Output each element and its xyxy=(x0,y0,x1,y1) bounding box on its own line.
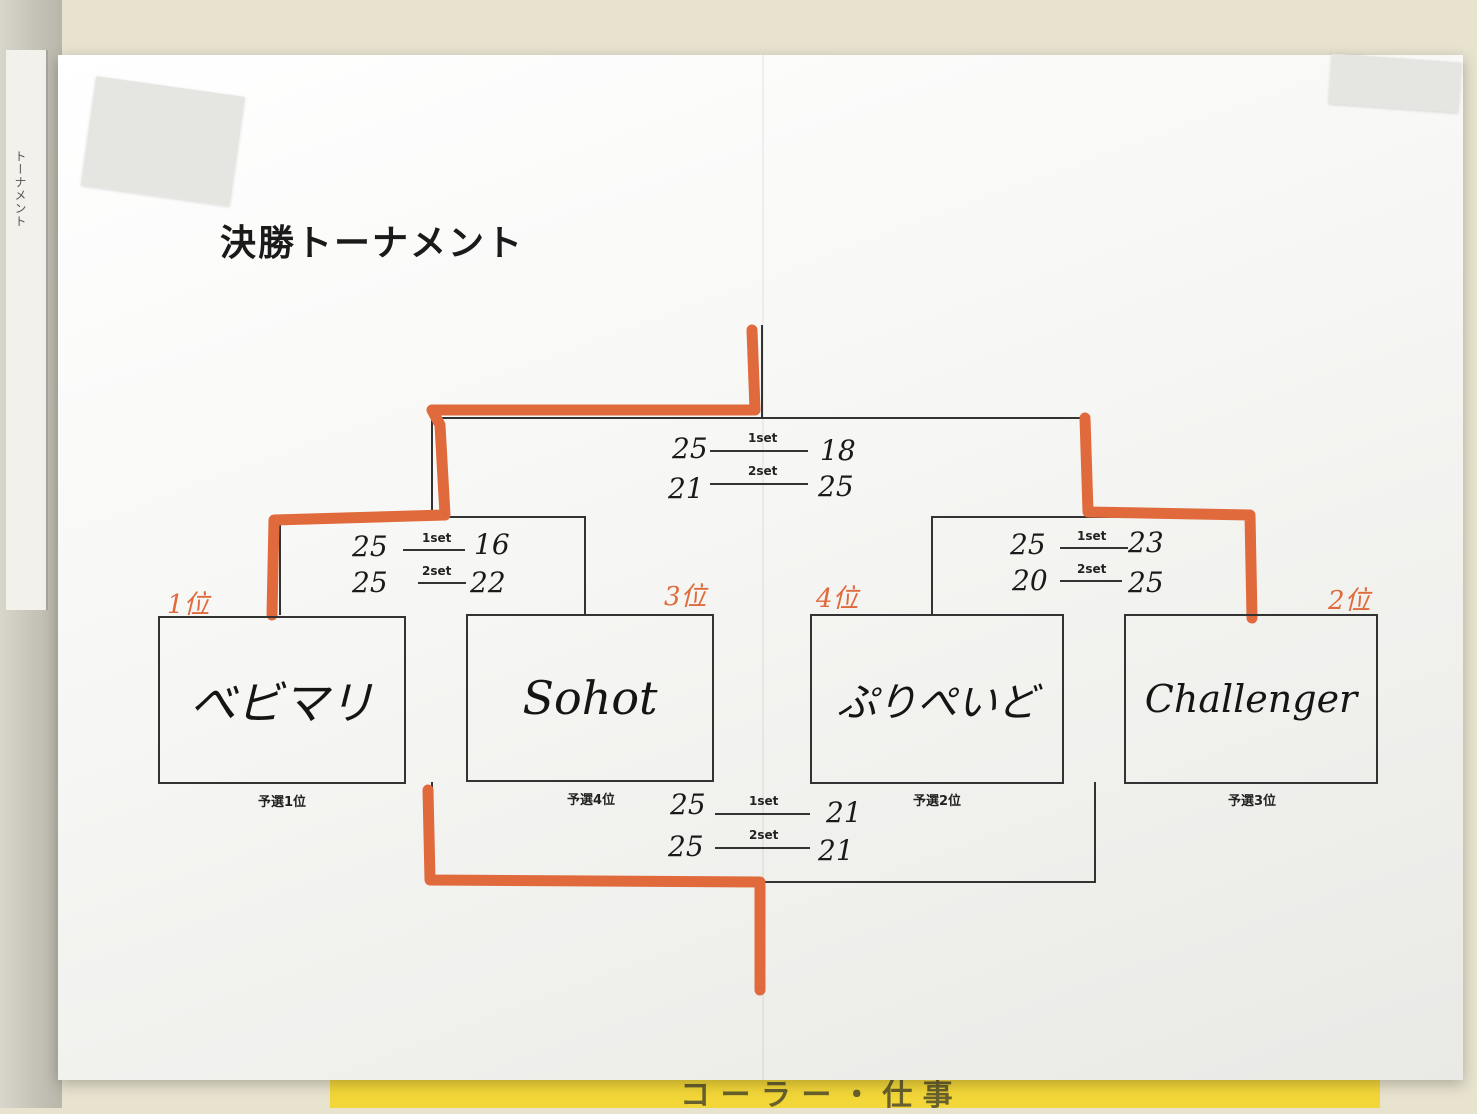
semi-left-set2-right-score: 22 xyxy=(470,566,506,599)
team-box-1: べビマリ xyxy=(158,616,406,784)
paper-fold-crease xyxy=(762,55,764,1080)
final-set2-label: 2set xyxy=(748,464,778,478)
third-set2-left-score: 25 xyxy=(668,830,704,863)
wall-notice-text: トーナメント xyxy=(13,150,27,228)
third-set1-left-score: 25 xyxy=(670,788,706,821)
page-title: 決勝トーナメント xyxy=(220,223,525,264)
yellow-sign-text: コ ー ラ ー ・ 仕 事 xyxy=(680,1078,953,1113)
semi-right-set1-label: 1set xyxy=(1077,529,1107,543)
team-box-3: ぷりぺいど xyxy=(810,614,1064,784)
semi-right-set1-left-score: 25 xyxy=(1010,528,1046,561)
left-wall-panel: トーナメント xyxy=(0,0,62,1108)
semi-right-set1-right-score: 23 xyxy=(1128,526,1164,559)
team-name: べビマリ xyxy=(190,676,374,730)
final-rank-1: 1位 xyxy=(167,590,210,620)
semi-right-set2-right-score: 25 xyxy=(1128,566,1164,599)
semi-right-set2-left-score: 20 xyxy=(1012,564,1048,597)
seed-label-3: 予選2位 xyxy=(913,794,962,809)
score-separators xyxy=(403,450,1128,849)
semi-left-set1-label: 1set xyxy=(422,531,452,545)
team-name: Challenger xyxy=(1144,677,1358,721)
final-rank-3: 4位 xyxy=(816,584,859,614)
final-set1-label: 1set xyxy=(748,431,778,445)
semi-left-set1-right-score: 16 xyxy=(474,528,510,561)
third-set1-right-score: 21 xyxy=(826,796,862,829)
final-set1-left-score: 25 xyxy=(672,432,708,465)
semi-right-set2-label: 2set xyxy=(1077,562,1107,576)
semi-left-set2-left-score: 25 xyxy=(352,566,388,599)
seed-label-4: 予選3位 xyxy=(1228,794,1277,809)
final-rank-4: 2位 xyxy=(1328,586,1371,616)
final-set2-right-score: 25 xyxy=(818,470,854,503)
third-set2-label: 2set xyxy=(749,828,779,842)
semi-left-set1-left-score: 25 xyxy=(352,530,388,563)
final-set1-right-score: 18 xyxy=(820,434,856,467)
semi-left-set2-label: 2set xyxy=(422,564,452,578)
team-name: Sohot xyxy=(522,671,658,725)
third-set1-label: 1set xyxy=(749,794,779,808)
team-name: ぷりぺいど xyxy=(837,680,1037,726)
team-box-2: Sohot xyxy=(466,614,714,782)
wall-notice-strip xyxy=(6,50,48,610)
final-set2-left-score: 21 xyxy=(668,472,704,505)
final-rank-2: 3位 xyxy=(664,582,707,612)
third-set2-right-score: 21 xyxy=(818,834,854,867)
seed-label-1: 予選1位 xyxy=(258,795,307,810)
seed-label-2: 予選4位 xyxy=(567,793,616,808)
winner-path xyxy=(266,324,1258,996)
team-box-4: Challenger xyxy=(1124,614,1378,784)
